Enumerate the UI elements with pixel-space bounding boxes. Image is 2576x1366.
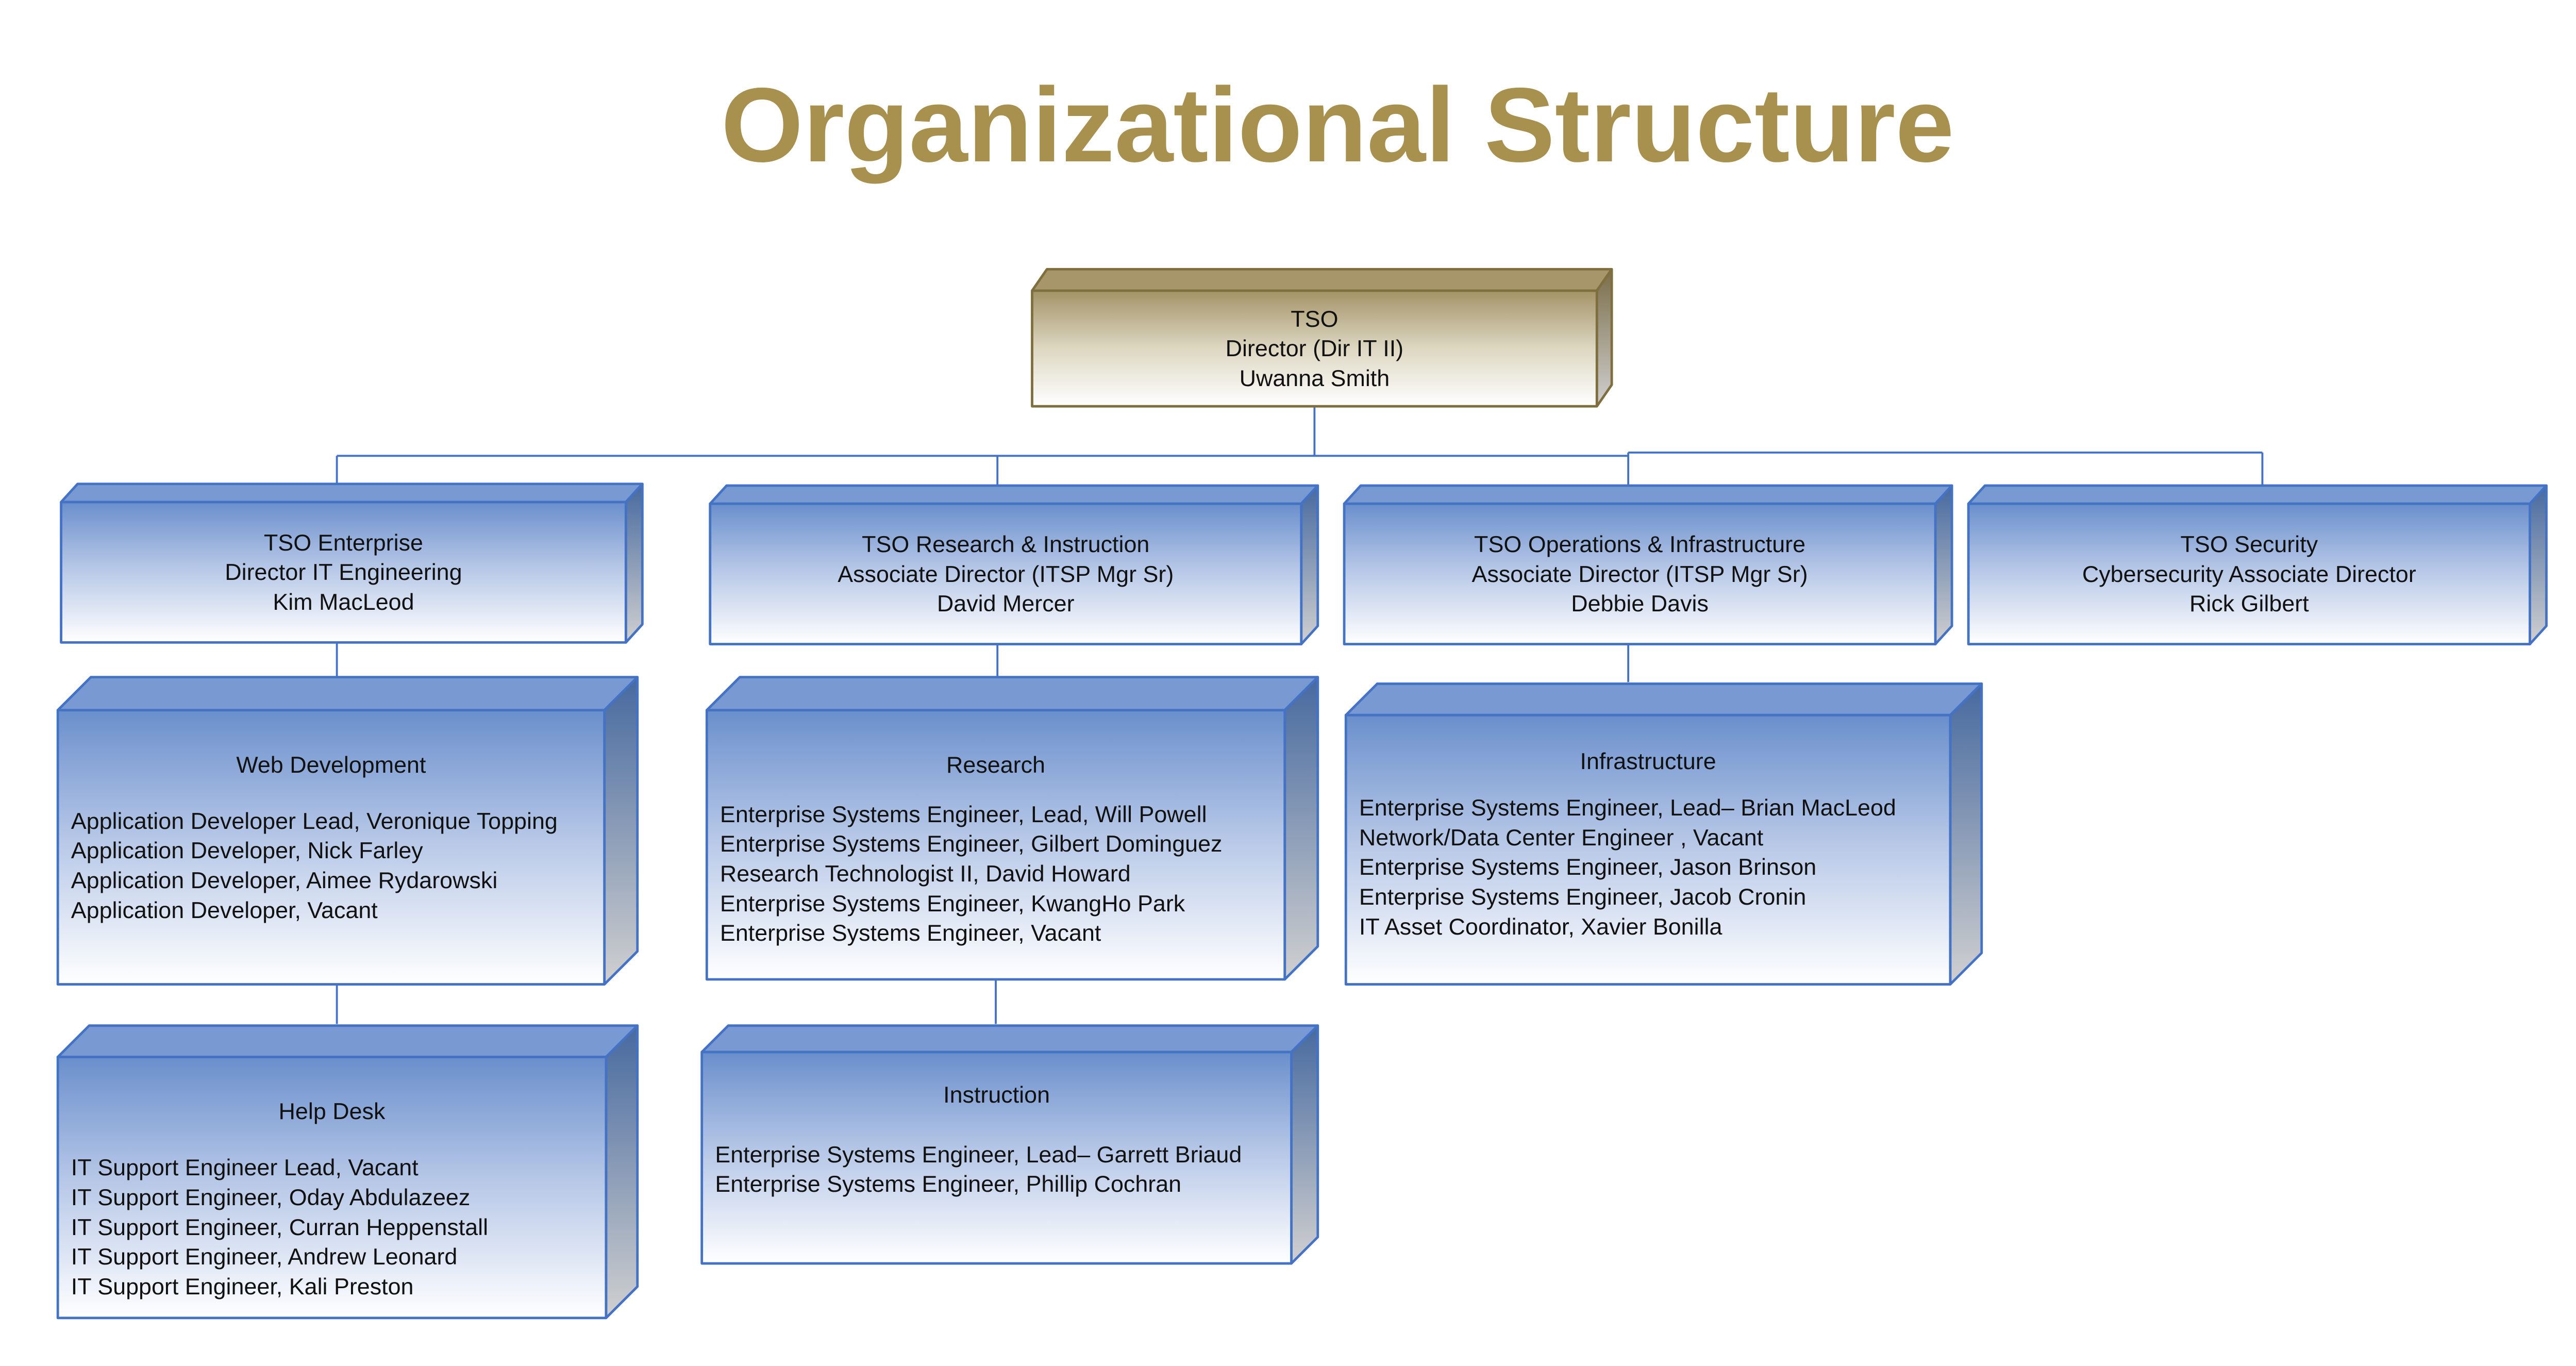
box-front-face (709, 502, 1303, 645)
team-member: Research Technologist II, David Howard (720, 860, 1131, 887)
unit-box-security: TSO Security Cybersecurity Associate Dir… (1968, 504, 2530, 644)
team-member: IT Support Engineer Lead, Vacant (71, 1154, 419, 1181)
team-member: Application Developer Lead, Veronique To… (71, 807, 558, 834)
team-box-instruction: Instruction Enterprise Systems Engineer,… (702, 1052, 1292, 1263)
team-member: Application Developer, Aimee Rydarowski (71, 867, 498, 893)
unit-role: Associate Director (ITSP Mgr Sr) (838, 560, 1174, 587)
unit-box-operations-infrastructure: TSO Operations & Infrastructure Associat… (1344, 504, 1935, 644)
box-top-face (56, 1024, 639, 1058)
team-member: Application Developer, Nick Farley (71, 837, 423, 864)
team-box-infrastructure: Infrastructure Enterprise Systems Engine… (1346, 715, 1950, 984)
unit-person: Debbie Davis (1571, 590, 1709, 617)
team-member: Enterprise Systems Engineer, Jason Brins… (1359, 854, 1817, 880)
unit-name: TSO Research & Instruction (862, 530, 1150, 557)
team-box-help-desk: Help Desk IT Support Engineer Lead, Vaca… (58, 1057, 606, 1318)
box-side-face (605, 1024, 639, 1320)
box-top-face (1344, 682, 1983, 717)
team-member: Enterprise Systems Engineer, Lead– Garre… (715, 1141, 1242, 1168)
team-member: IT Support Engineer, Andrew Leonard (71, 1243, 458, 1270)
box-front-face (60, 501, 627, 644)
team-member: Enterprise Systems Engineer, Phillip Coc… (715, 1171, 1182, 1197)
box-front-face (1967, 502, 2531, 645)
box-side-face (603, 676, 639, 986)
box-side-face (1300, 484, 1319, 645)
unit-person: Rick Gilbert (2189, 590, 2309, 617)
team-member: Enterprise Systems Engineer, Gilbert Dom… (720, 830, 1223, 857)
box-side-face (1290, 1024, 1319, 1265)
team-name: Help Desk (278, 1098, 386, 1125)
box-top-face (60, 482, 644, 504)
box-front-face (1344, 713, 1952, 986)
team-member: IT Support Engineer, Oday Abdulazeez (71, 1184, 471, 1211)
unit-name: TSO (1291, 305, 1339, 332)
unit-role: Associate Director (ITSP Mgr Sr) (1471, 560, 1808, 587)
unit-role: Director IT Engineering (225, 559, 462, 586)
box-front-face (56, 1056, 608, 1320)
team-member: Enterprise Systems Engineer, KwangHo Par… (720, 890, 1185, 917)
page-title: Organizational Structure (721, 66, 1954, 185)
unit-role: Director (Dir IT II) (1225, 335, 1404, 362)
team-box-research: Research Enterprise Systems Engineer, Le… (707, 710, 1284, 979)
box-front-face (56, 709, 606, 986)
unit-name: TSO Security (2180, 530, 2318, 557)
team-member: IT Support Engineer, Kali Preston (71, 1273, 414, 1300)
box-side-face (2529, 484, 2548, 645)
director-box: TSO Director (Dir IT II) Uwanna Smith (1032, 291, 1597, 406)
box-top-face (705, 676, 1319, 712)
team-box-web-development: Web Development Application Developer Le… (58, 710, 605, 985)
unit-role: Cybersecurity Associate Director (2082, 560, 2416, 587)
unit-box-research-instruction: TSO Research & Instruction Associate Dir… (710, 504, 1301, 644)
box-top-face (709, 484, 1319, 505)
team-member: Network/Data Center Engineer , Vacant (1359, 824, 1764, 851)
team-member: IT Support Engineer, Curran Heppenstall (71, 1213, 489, 1240)
box-side-face (1949, 682, 1983, 986)
box-front-face (705, 709, 1286, 981)
team-member: Application Developer, Vacant (71, 896, 378, 923)
unit-name: TSO Enterprise (263, 529, 423, 556)
team-member: Enterprise Systems Engineer, Jacob Croni… (1359, 883, 1806, 910)
unit-person: Kim MacLeod (273, 589, 414, 615)
team-member: Enterprise Systems Engineer, Lead– Brian… (1359, 794, 1896, 821)
box-side-face (1283, 676, 1319, 981)
box-side-face (1934, 484, 1953, 645)
unit-box-enterprise: TSO Enterprise Director IT Engineering K… (61, 502, 626, 642)
box-top-face (1343, 484, 1953, 505)
team-member: Enterprise Systems Engineer, Vacant (720, 920, 1101, 946)
unit-name: TSO Operations & Infrastructure (1474, 530, 1806, 557)
team-name: Infrastructure (1580, 748, 1716, 775)
box-top-face (56, 676, 639, 712)
unit-person: Uwanna Smith (1239, 364, 1390, 391)
team-name: Web Development (236, 751, 426, 778)
team-member: Enterprise Systems Engineer, Lead, Will … (720, 801, 1207, 827)
box-front-face (1031, 289, 1598, 408)
box-front-face (1343, 502, 1937, 645)
box-side-face (1595, 268, 1613, 408)
box-front-face (700, 1051, 1293, 1265)
unit-person: David Mercer (936, 590, 1075, 617)
box-top-face (700, 1024, 1319, 1054)
box-side-face (624, 482, 644, 644)
team-name: Research (946, 751, 1045, 778)
box-top-face (1967, 484, 2548, 505)
box-top-face (1031, 268, 1613, 292)
team-name: Instruction (943, 1081, 1050, 1108)
team-member: IT Asset Coordinator, Xavier Bonilla (1359, 913, 1722, 940)
